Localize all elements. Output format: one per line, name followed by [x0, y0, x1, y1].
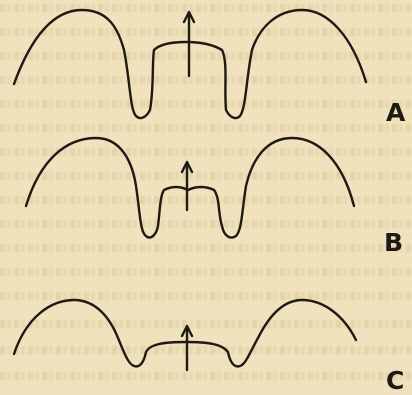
- panel-c-curve: [14, 300, 356, 370]
- panel-a-up-arrow-icon: [184, 12, 194, 76]
- panel-label-a: A: [386, 100, 405, 125]
- panel-b-curve: [26, 138, 354, 238]
- panel-b-up-arrow-icon: [182, 162, 192, 210]
- panel-a-curve: [14, 10, 366, 118]
- panel-label-c: C: [386, 368, 404, 393]
- panel-label-b: B: [384, 230, 403, 255]
- panel-c-up-arrow-icon: [182, 326, 192, 370]
